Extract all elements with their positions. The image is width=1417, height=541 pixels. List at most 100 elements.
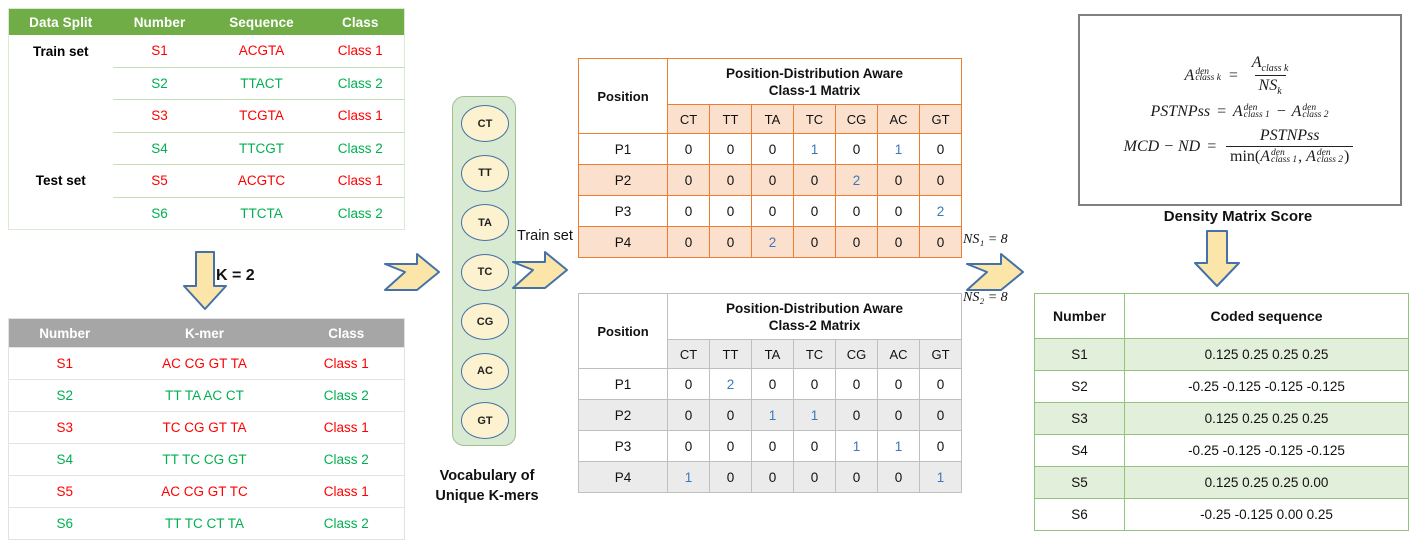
vocabulary-kmer-gt: GT [461, 402, 509, 439]
matrix-cell: 0 [835, 461, 878, 493]
matrix-cell: 0 [877, 226, 920, 258]
matrix-cell: 0 [835, 195, 878, 227]
k-value-label: K = 2 [216, 267, 255, 284]
cell-number: S5 [8, 475, 121, 508]
matrix-cell: 0 [667, 430, 710, 462]
vocabulary-kmer-ac: AC [461, 352, 509, 390]
matrix-cell: 0 [877, 164, 920, 196]
matrix-row-position: P3 [578, 430, 668, 462]
matrix-cell: 1 [793, 133, 836, 165]
table-row: S6-0.25 -0.125 0.00 0.25 [1034, 498, 1409, 531]
column-header-class: Class [316, 8, 405, 35]
matrix-cell: 2 [709, 368, 752, 400]
vocabulary-kmer-cg: CG [461, 303, 509, 340]
matrix-cell: 1 [667, 461, 710, 493]
matrix-row-position: P4 [578, 461, 668, 493]
matrix-column-header-ac: AC [877, 339, 920, 369]
matrix-column-header-tc: TC [793, 104, 836, 134]
matrix-cell: 0 [667, 399, 710, 431]
cell-class: Class 2 [316, 131, 405, 165]
cell-number: S2 [8, 379, 121, 412]
k2-down-arrow-icon [183, 251, 227, 310]
matrix-column-header-gt: GT [919, 339, 962, 369]
matrix-cell: 0 [793, 226, 836, 258]
cell-number: S4 [112, 131, 207, 165]
matrix-cell: 0 [793, 164, 836, 196]
cell-sequence: ACGTA [206, 35, 317, 67]
column-header-sequence: Sequence [206, 8, 317, 35]
cell-sequence: TCGTA [206, 99, 317, 132]
matrix-title-row: Position Position-Distribution Aware Cla… [578, 58, 962, 134]
cell-kmer: TC CG GT TA [120, 411, 289, 444]
matrix2-title-line1: Position-Distribution Aware [725, 300, 903, 316]
matrix-cell: 1 [751, 399, 794, 431]
vocabulary-kmer-ct: CT [461, 105, 509, 142]
matrix-column-header-ta: TA [751, 339, 794, 369]
cell-number: S3 [8, 411, 121, 444]
cell-number: S1 [1034, 338, 1125, 371]
matrix-cell: 0 [793, 461, 836, 493]
matrix-cell: 0 [709, 195, 752, 227]
cell-class: Class 2 [316, 66, 405, 100]
matrix-column-header-ta: TA [751, 104, 794, 134]
cell-data-split [8, 132, 113, 165]
vocabulary-to-matrix-arrow-icon [512, 251, 568, 289]
matrix-cell: 1 [919, 461, 962, 493]
cell-class: Class 1 [288, 411, 405, 444]
matrix-cell: 0 [709, 133, 752, 165]
cell-coded-sequence: -0.25 -0.125 -0.125 -0.125 [1124, 434, 1409, 467]
matrix-cell: 0 [751, 164, 794, 196]
cell-coded-sequence: 0.125 0.25 0.25 0.25 [1124, 338, 1409, 371]
matrix-cell: 1 [793, 399, 836, 431]
matrix-cell: 1 [877, 430, 920, 462]
matrix-cell: 0 [919, 164, 962, 196]
matrix-cell: 0 [709, 164, 752, 196]
cell-sequence: TTCTA [206, 196, 317, 230]
cell-number: S4 [8, 443, 121, 476]
cell-kmer: TT TC CG GT [120, 443, 289, 476]
matrix-cell: 2 [835, 164, 878, 196]
density-to-coded-down-arrow-icon [1194, 230, 1240, 287]
column-header-data-split: Data Split [8, 8, 113, 35]
matrix1-title: Position-Distribution Aware Class-1 Matr… [667, 58, 962, 105]
matrix-cell: 0 [835, 226, 878, 258]
cell-sequence: TTACT [206, 66, 317, 100]
cell-class: Class 2 [288, 507, 405, 540]
matrix-column-header-tt: TT [709, 339, 752, 369]
table-row: S4-0.25 -0.125 -0.125 -0.125 [1034, 434, 1409, 467]
table-header-row: Number Coded sequence [1034, 293, 1409, 339]
table-header-row: Number K-mer Class [8, 318, 405, 348]
matrix-column-header-ct: CT [667, 104, 710, 134]
matrix-column-header-ac: AC [877, 104, 920, 134]
matrix-cell: 0 [835, 133, 878, 165]
matrix-cell: 0 [793, 195, 836, 227]
cell-number: S1 [8, 347, 121, 380]
matrix-column-header-ct: CT [667, 339, 710, 369]
matrix1-title-line2: Class-1 Matrix [768, 82, 861, 98]
ns2-label: NS₂ = 8 [963, 290, 1008, 305]
matrix2-title: Position-Distribution Aware Class-2 Matr… [667, 293, 962, 340]
column-header-class: Class [288, 318, 405, 348]
matrix-cell: 2 [919, 195, 962, 227]
vocabulary-kmer-tt: TT [461, 154, 509, 192]
cell-sequence: TTCGT [206, 131, 317, 165]
cell-class: Class 1 [316, 164, 405, 197]
cell-kmer: AC CG GT TA [120, 347, 289, 380]
matrix-cell: 0 [877, 461, 920, 493]
matrix-cell: 0 [835, 399, 878, 431]
cell-number: S6 [1034, 498, 1125, 531]
column-header-kmer: K-mer [120, 318, 289, 348]
matrix-row-position: P3 [578, 195, 668, 227]
matrix-cell: 0 [751, 430, 794, 462]
